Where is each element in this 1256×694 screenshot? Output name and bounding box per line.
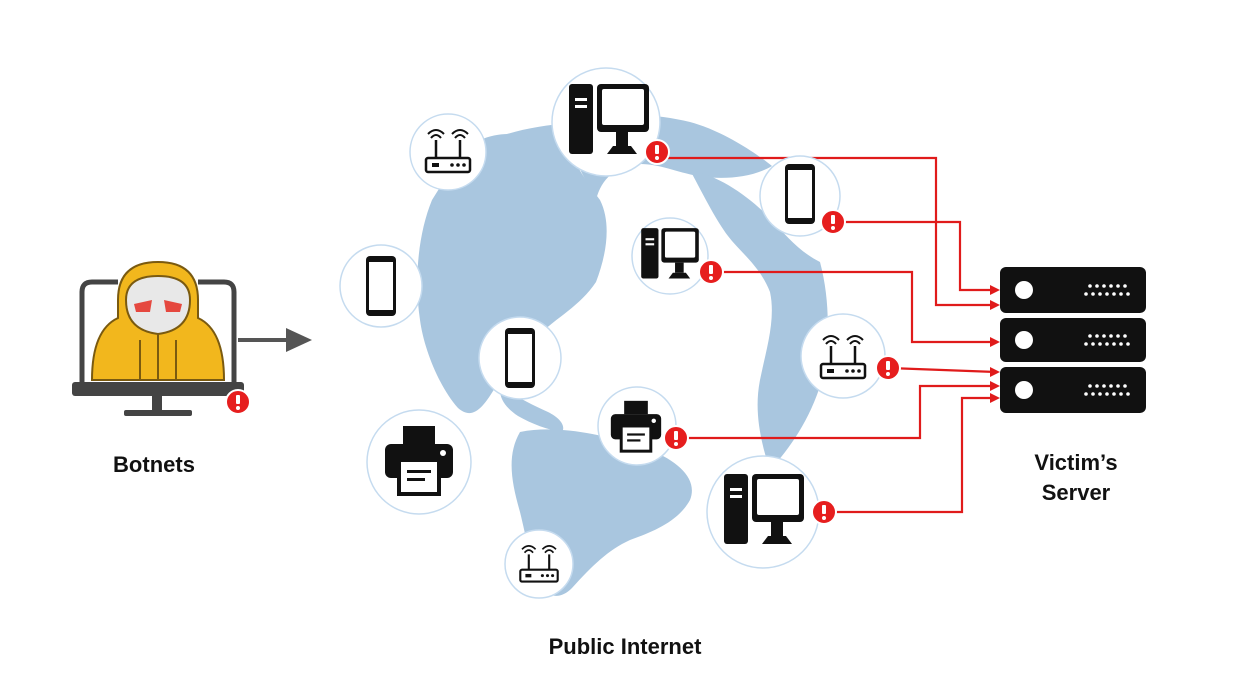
alert-icon bbox=[875, 355, 901, 381]
smartphone-icon bbox=[366, 256, 396, 316]
server-rack-icon bbox=[1000, 267, 1146, 413]
victim-server-label-line2: Server bbox=[1041, 480, 1111, 505]
device-printer-mid bbox=[597, 386, 689, 466]
hacker-monitor-icon bbox=[72, 260, 244, 416]
victim-server-label: Victim’s Server bbox=[1006, 448, 1146, 508]
device-router-bottom bbox=[504, 529, 574, 599]
alert-icon bbox=[225, 389, 251, 415]
attack-arrowheads bbox=[990, 285, 1000, 403]
device-pc-mid bbox=[631, 217, 724, 295]
device-phone-top-right bbox=[759, 155, 846, 237]
alert-icon bbox=[698, 259, 724, 285]
alert-icon bbox=[644, 139, 670, 165]
botnet-arrow bbox=[238, 328, 312, 352]
alert-icon bbox=[811, 499, 837, 525]
smartphone-icon bbox=[505, 328, 535, 388]
device-printer-left bbox=[366, 409, 472, 515]
device-pc-bottom bbox=[706, 455, 837, 569]
device-router-top-left bbox=[409, 113, 487, 191]
alert-icon bbox=[820, 209, 846, 235]
device-phone-center bbox=[478, 316, 562, 400]
victim-server-label-line1: Victim’s bbox=[1034, 450, 1118, 475]
smartphone-icon bbox=[785, 164, 815, 224]
device-phone-left bbox=[339, 244, 423, 328]
botnets-label: Botnets bbox=[113, 452, 195, 477]
alert-icon bbox=[663, 425, 689, 451]
device-pc-top bbox=[551, 67, 670, 177]
public-internet-label: Public Internet bbox=[548, 634, 702, 659]
device-router-right bbox=[800, 313, 901, 399]
